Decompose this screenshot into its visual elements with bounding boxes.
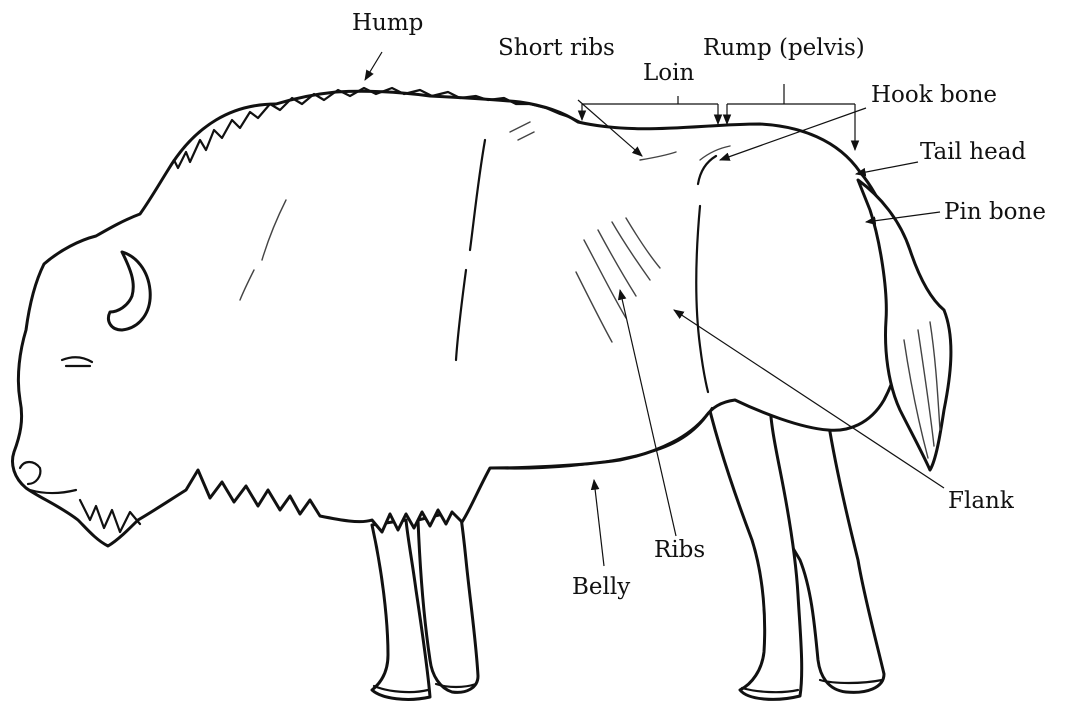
label-short-ribs: Short ribs (498, 35, 615, 61)
label-rump: Rump (pelvis) (703, 35, 865, 61)
bison-illustration (13, 88, 951, 699)
label-loin: Loin (643, 60, 694, 86)
label-pin-bone: Pin bone (944, 199, 1046, 225)
label-belly: Belly (572, 574, 630, 600)
label-hump: Hump (352, 10, 423, 36)
hump-arrow (365, 52, 382, 80)
label-ribs: Ribs (654, 537, 705, 563)
loin-bracket (582, 96, 718, 104)
belly-arrow (594, 480, 604, 566)
label-flank: Flank (948, 488, 1015, 514)
tail-head-arrow (856, 162, 918, 174)
label-tail-head: Tail head (920, 139, 1026, 165)
label-hook-bone: Hook bone (871, 82, 997, 108)
rump-bracket (727, 84, 855, 104)
